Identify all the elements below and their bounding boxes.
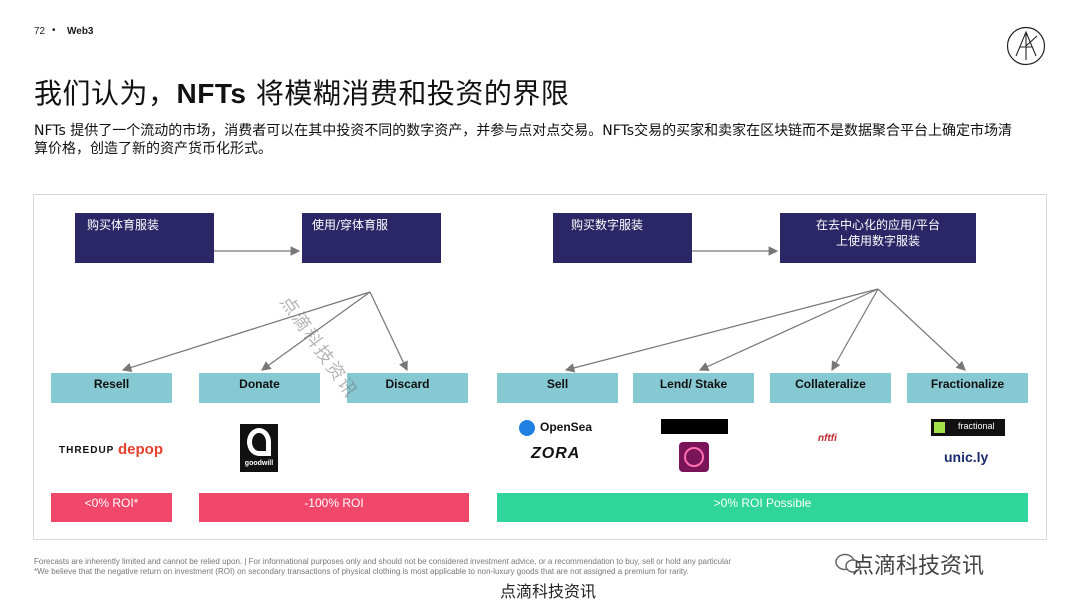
nftfi-logo: nftfi xyxy=(818,433,837,444)
goodwill-logo: goodwill xyxy=(240,424,278,472)
opensea-icon xyxy=(519,420,535,436)
wechat-icon xyxy=(835,553,861,573)
fractional-logo: fractional xyxy=(931,419,1005,436)
page-subtitle: NFTs 提供了一个流动的市场，消费者可以在其中投资不同的数字资产，并参与点对点… xyxy=(34,123,1013,157)
depop-logo: depop xyxy=(118,441,163,458)
zora-logo: ZORA xyxy=(531,445,581,462)
goodwill-g-icon xyxy=(247,428,271,456)
roi-donate-bar: -100% ROI xyxy=(199,493,469,522)
footnote-roi: *We believe that the negative return on … xyxy=(34,567,689,576)
watermark-bottom: 点滴科技资讯 xyxy=(500,582,597,601)
option-fractionalize: Fractionalize xyxy=(907,373,1028,403)
use-digital-line-2: 上使用数字服装 xyxy=(835,234,920,248)
option-collateralize: Collateralize xyxy=(770,373,891,403)
thredup-logo: THREDUP xyxy=(59,445,115,456)
option-resell: Resell xyxy=(51,373,172,403)
use-digital-line-1: 在去中心化的应用/平台 xyxy=(815,218,941,232)
opensea-logo: OpenSea xyxy=(540,420,593,434)
footnotes: Forecasts are inherently limited and can… xyxy=(34,557,854,577)
diagram-panel xyxy=(33,194,1047,540)
footnote-disclaimer: Forecasts are inherently limited and can… xyxy=(34,557,731,566)
goodwill-label: goodwill xyxy=(244,460,274,467)
fractional-label: fractional xyxy=(958,421,995,431)
option-lend-stake: Lend/ Stake xyxy=(633,373,754,403)
watermark-right: 点滴科技资讯 xyxy=(852,554,985,579)
unicly-logo: unic.ly xyxy=(944,449,989,465)
ark-logo-icon xyxy=(1006,26,1046,66)
option-sell: Sell xyxy=(497,373,618,403)
buy-sportswear-box: 购买体育服装 xyxy=(75,213,214,263)
page-title: 我们认为，NFTs 将模糊消费和投资的界限 xyxy=(34,77,570,110)
atom-ring-icon xyxy=(684,447,704,467)
option-discard: Discard xyxy=(347,373,468,403)
header-separator: • xyxy=(52,25,56,36)
page-number: 72 xyxy=(34,26,46,37)
use-sportswear-box: 使用/穿体育服 xyxy=(302,213,441,263)
section-label: Web3 xyxy=(67,26,94,37)
buy-digital-clothing-box: 购买数字服装 xyxy=(553,213,692,263)
roi-resell-bar: <0% ROI* xyxy=(51,493,172,522)
atom-logo-icon xyxy=(679,442,709,472)
roi-digital-bar: >0% ROI Possible xyxy=(497,493,1028,522)
use-digital-clothing-box: 在去中心化的应用/平台 上使用数字服装 xyxy=(780,213,976,263)
fractional-icon xyxy=(934,422,945,433)
option-donate: Donate xyxy=(199,373,320,403)
redacted-logo xyxy=(661,419,728,434)
